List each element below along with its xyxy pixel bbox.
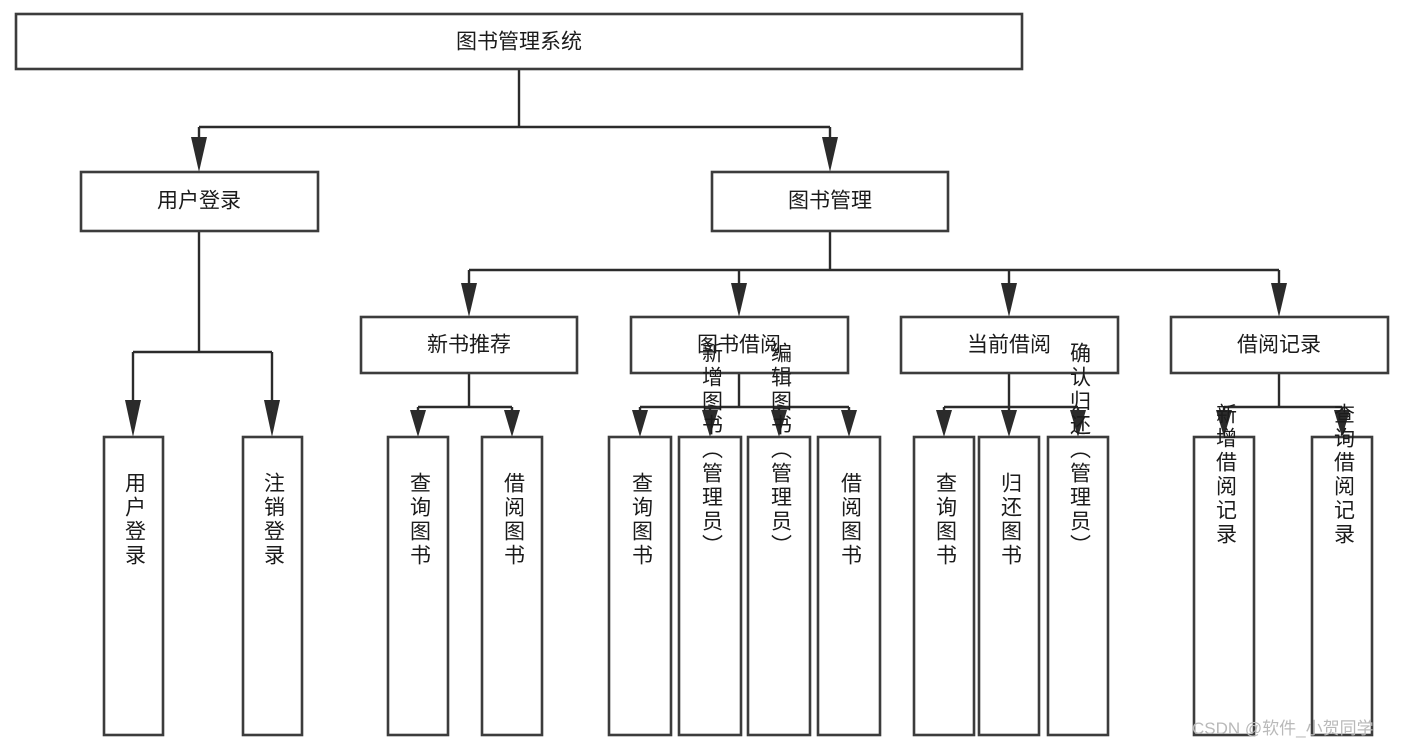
arrowhead-book-borrow [731,283,747,317]
node-new-book-recommend-box[interactable] [359,315,579,375]
node-leaf-query-book-1-box[interactable] [386,435,450,737]
node-leaf-add-record-label: 新增借阅记录 [1214,403,1238,547]
node-leaf-borrow-book-1-label: 借阅图书 [502,472,526,568]
arrowhead-user-login [191,137,207,172]
arrowhead-leaf-add-book [702,410,718,437]
node-leaf-confirm-return[interactable]: 确认归还（管理员） [1046,342,1110,737]
node-leaf-user-login-label: 用户登录 [123,472,147,568]
node-leaf-query-book-3[interactable]: 查询图书 [912,435,976,737]
arrowhead-leaf-add-record [1216,410,1232,437]
node-leaf-add-record[interactable]: 新增借阅记录 [1192,403,1256,737]
node-current-borrow-box[interactable] [899,315,1120,375]
node-leaf-confirm-return-label: 确认归还（管理员） [1068,342,1092,558]
arrowhead-leaf-user-login [125,400,141,437]
node-borrow-record-label: 借阅记录 [1237,334,1321,357]
node-book-management-box[interactable] [710,170,950,233]
arrowhead-leaf-borrow-book-2 [841,410,857,437]
arrowhead-leaf-return-book [1001,410,1017,437]
arrowhead-leaf-query-record [1334,410,1350,437]
node-leaf-query-book-1[interactable]: 查询图书 [386,435,450,737]
node-leaf-return-book-box[interactable] [977,435,1041,737]
node-leaf-return-book-label: 归还图书 [999,472,1023,568]
arrowhead-book-management [822,137,838,172]
node-leaf-return-book[interactable]: 归还图书 [977,435,1041,737]
node-leaf-edit-book-label: 编辑图书（管理员） [769,342,793,558]
node-leaf-query-record[interactable]: 查询借阅记录 [1310,403,1374,737]
node-leaf-user-login-box[interactable] [102,435,165,737]
arrowhead-leaf-user-logout [264,400,280,437]
arrowhead-leaf-confirm-return [1070,410,1086,437]
node-leaf-borrow-book-2[interactable]: 借阅图书 [816,435,882,737]
node-leaf-user-logout-label: 注销登录 [262,472,286,568]
node-leaf-query-book-3-label: 查询图书 [934,472,958,568]
connector-layer [125,69,1350,437]
node-leaf-borrow-book-1[interactable]: 借阅图书 [480,435,544,737]
node-leaf-add-record-box[interactable] [1192,435,1256,737]
node-book-borrow-label: 图书借阅 [697,334,781,357]
node-borrow-record[interactable]: 借阅记录 [1169,315,1390,375]
node-book-management[interactable]: 图书管理 [710,170,950,233]
node-leaf-confirm-return-box[interactable] [1046,435,1110,737]
node-root-label: 图书管理系统 [456,31,582,54]
node-leaf-query-book-2-box[interactable] [607,435,673,737]
node-new-book-recommend[interactable]: 新书推荐 [359,315,579,375]
node-leaf-query-record-label: 查询借阅记录 [1332,403,1356,547]
node-book-borrow[interactable]: 图书借阅 [629,315,850,375]
node-leaf-add-book-box[interactable] [677,435,743,737]
node-user-login-label: 用户登录 [157,190,241,213]
arrowhead-leaf-query-book-2 [632,410,648,437]
node-current-borrow[interactable]: 当前借阅 [899,315,1120,375]
node-leaf-query-book-2[interactable]: 查询图书 [607,435,673,737]
node-book-borrow-box[interactable] [629,315,850,375]
node-current-borrow-label: 当前借阅 [967,334,1051,357]
node-user-login[interactable]: 用户登录 [79,170,320,233]
node-new-book-recommend-label: 新书推荐 [427,334,511,357]
node-leaf-add-book[interactable]: 新增图书（管理员） [677,342,743,737]
arrowhead-new-book-recommend [461,283,477,317]
node-leaf-user-login[interactable]: 用户登录 [102,435,165,737]
node-leaf-query-book-1-label: 查询图书 [408,472,432,568]
node-leaf-borrow-book-2-box[interactable] [816,435,882,737]
node-book-management-label: 图书管理 [788,190,872,213]
node-user-login-box[interactable] [79,170,320,233]
node-leaf-borrow-book-1-box[interactable] [480,435,544,737]
node-borrow-record-box[interactable] [1169,315,1390,375]
node-leaf-user-logout-box[interactable] [241,435,304,737]
arrowhead-leaf-query-book-1 [410,410,426,437]
csdn-watermark: CSDN @软件_小贺同学 [1192,719,1374,738]
node-root-box[interactable] [14,12,1024,71]
arrowhead-leaf-edit-book [771,410,787,437]
arrowhead-borrow-record [1271,283,1287,317]
arrowhead-leaf-query-book-3 [936,410,952,437]
arrowhead-leaf-borrow-book-1 [504,410,520,437]
node-leaf-query-book-3-box[interactable] [912,435,976,737]
node-leaf-query-book-2-label: 查询图书 [630,472,654,568]
node-leaf-user-logout[interactable]: 注销登录 [241,435,304,737]
node-root[interactable]: 图书管理系统 [14,12,1024,71]
node-leaf-edit-book[interactable]: 编辑图书（管理员） [746,342,812,737]
node-leaf-borrow-book-2-label: 借阅图书 [839,472,863,568]
node-leaf-add-book-label: 新增图书（管理员） [700,342,724,558]
arrowhead-current-borrow [1001,283,1017,317]
node-leaf-query-record-box[interactable] [1310,435,1374,737]
node-leaf-edit-book-box[interactable] [746,435,812,737]
